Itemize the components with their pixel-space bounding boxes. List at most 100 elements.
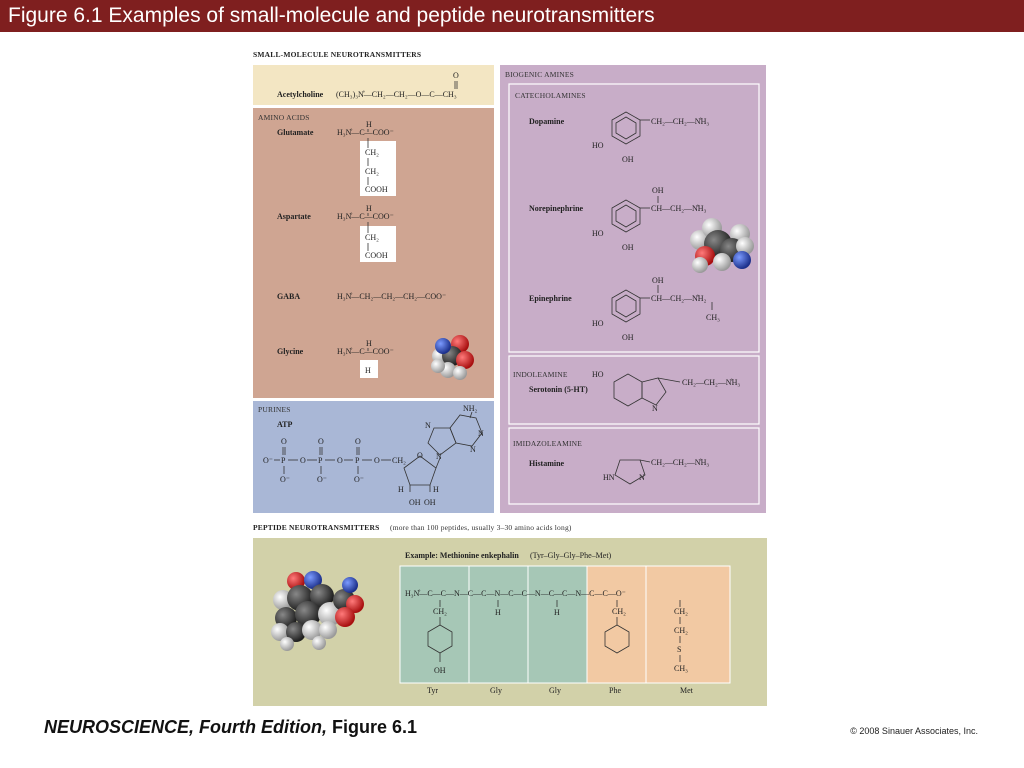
svg-text:H: H	[398, 485, 404, 494]
aspartate-sidechain-box	[360, 226, 396, 262]
catecholamines-caption: CATECHOLAMINES	[515, 91, 586, 100]
svg-text:O: O	[337, 456, 343, 465]
residue-box-phe	[586, 565, 647, 684]
norepinephrine-molecule-model	[690, 218, 754, 273]
residue-box-gly-1	[468, 565, 529, 684]
serotonin-chain: CH₂—CH₂—N̊H₃	[682, 378, 740, 387]
svg-text:O: O	[318, 437, 324, 446]
phe-ch2: CH₂	[612, 607, 626, 616]
aspartate-chain-1: CH₂	[365, 233, 379, 242]
histamine-name: Histamine	[529, 459, 565, 468]
residue-label-phe: Phe	[609, 686, 621, 695]
svg-text:P: P	[318, 456, 323, 465]
svg-text:H: H	[433, 485, 439, 494]
enkephalin-backbone: H₃N̊—C—C—N—C—C—N—C—C—N—C—C—N—C—C—O⁻	[405, 589, 626, 598]
met-ch3: CH₃	[674, 664, 688, 673]
svg-text:N: N	[425, 421, 431, 430]
histamine-hn: HN	[603, 473, 615, 482]
imidazoleamine-box	[508, 427, 760, 505]
serotonin-ho: HO	[592, 370, 604, 379]
enkephalin-sequence: (Tyr–Gly–Gly–Phe–Met)	[530, 551, 612, 560]
glycine-h-side: H	[365, 366, 371, 375]
epinephrine-ho: HO	[592, 319, 604, 328]
aspartate-name: Aspartate	[277, 212, 311, 221]
gly1-h: H	[495, 608, 501, 617]
glycine-sidechain-box	[360, 360, 378, 378]
catecholamines-box	[508, 83, 760, 353]
indoleamine-caption: INDOLEAMINE	[513, 370, 568, 379]
svg-text:O⁻: O⁻	[280, 475, 290, 484]
purines-caption: PURINES	[258, 405, 291, 414]
glycine-name: Glycine	[277, 347, 304, 356]
biogenic-amines-caption: BIOGENIC AMINES	[505, 70, 574, 79]
svg-text:P: P	[281, 456, 286, 465]
epinephrine-name: Epinephrine	[529, 294, 572, 303]
glycine-h-top: H	[366, 339, 372, 348]
footer-edition: Fourth Edition,	[199, 717, 328, 737]
footer-copyright: © 2008 Sinauer Associates, Inc.	[850, 726, 978, 736]
svg-text:N: N	[470, 445, 476, 454]
svg-text:O: O	[417, 451, 423, 460]
glycine-molecule-model	[431, 335, 474, 380]
gaba-formula: H₃N̊—CH₂—CH₂—CH₂—COO⁻	[337, 292, 446, 301]
histamine-ring	[614, 459, 651, 485]
met-ch2-2: CH₂	[674, 626, 688, 635]
norepinephrine-name: Norepinephrine	[529, 204, 584, 213]
slide-title: Figure 6.1 Examples of small-molecule an…	[0, 0, 1024, 32]
footer-book-title: NEUROSCIENCE,	[44, 717, 195, 737]
svg-text:O: O	[300, 456, 306, 465]
svg-text:N: N	[478, 429, 484, 438]
residue-label-met: Met	[680, 686, 694, 695]
epinephrine-ch3: CH₃	[706, 313, 720, 322]
svg-text:O⁻: O⁻	[354, 475, 364, 484]
glutamate-backbone: H₃N̊—C—COO⁻	[337, 128, 394, 137]
atp-name: ATP	[277, 420, 293, 429]
purines-panel	[253, 401, 494, 513]
peptide-header-note: (more than 100 peptides, usually 3–30 am…	[390, 523, 572, 532]
histamine-chain: CH₂—CH₂—N̊H₃	[651, 458, 709, 467]
svg-text:CH₂: CH₂	[392, 456, 406, 465]
dopamine-ring	[611, 111, 650, 145]
aspartate-backbone: H₃N̊—C—COO⁻	[337, 212, 394, 221]
dopamine-chain: CH₂—CH₂—N̊H₃	[651, 117, 709, 126]
epinephrine-oh: OH	[622, 333, 634, 342]
dopamine-oh: OH	[622, 155, 634, 164]
epinephrine-chain: CH—CH₂—N̊H₂	[651, 294, 707, 303]
gly2-h: H	[554, 608, 560, 617]
svg-text:P: P	[355, 456, 360, 465]
met-s: S	[677, 645, 681, 654]
residue-box-gly-2	[527, 565, 588, 684]
svg-text:O⁻: O⁻	[317, 475, 327, 484]
glutamate-name: Glutamate	[277, 128, 314, 137]
met-ch2-1: CH₂	[674, 607, 688, 616]
norepinephrine-top-oh: OH	[652, 186, 664, 195]
acetylcholine-formula: (CH₃)₃N̊—CH₂—CH₂—O—C—CH₃	[336, 90, 457, 99]
footer-figure-number: Figure 6.1	[332, 717, 418, 737]
glutamate-sidechain-box	[360, 141, 396, 196]
residue-box-met	[645, 565, 731, 684]
gaba-name: GABA	[277, 292, 300, 301]
svg-text:OH: OH	[409, 498, 421, 507]
atp-structure: O O O O⁻ P O P O P O CH₂ O⁻ O⁻ O⁻ O H H …	[263, 404, 484, 507]
epinephrine-top-oh: OH	[652, 276, 664, 285]
tyr-ch2: CH₂	[433, 607, 447, 616]
footer-citation: NEUROSCIENCE, Fourth Edition, Figure 6.1	[44, 717, 417, 738]
residue-label-gly-2: Gly	[549, 686, 561, 695]
svg-text:N: N	[436, 452, 442, 461]
residue-label-tyr: Tyr	[427, 686, 438, 695]
svg-text:O: O	[374, 456, 380, 465]
serotonin-name: Serotonin (5-HT)	[529, 385, 588, 394]
dopamine-name: Dopamine	[529, 117, 565, 126]
norepinephrine-ho: HO	[592, 229, 604, 238]
histamine-n: N	[639, 473, 645, 482]
amino-acids-caption: AMINO ACIDS	[258, 113, 310, 122]
acetylcholine-carbonyl-o: O	[453, 71, 459, 80]
svg-text:O⁻: O⁻	[263, 456, 273, 465]
dopamine-ho: HO	[592, 141, 604, 150]
residue-box-tyr	[399, 565, 470, 684]
imidazoleamine-caption: IMIDAZOLEAMINE	[513, 439, 582, 448]
svg-text:O: O	[355, 437, 361, 446]
glutamate-chain-1: CH₂	[365, 148, 379, 157]
svg-text:NH₂: NH₂	[463, 404, 478, 413]
